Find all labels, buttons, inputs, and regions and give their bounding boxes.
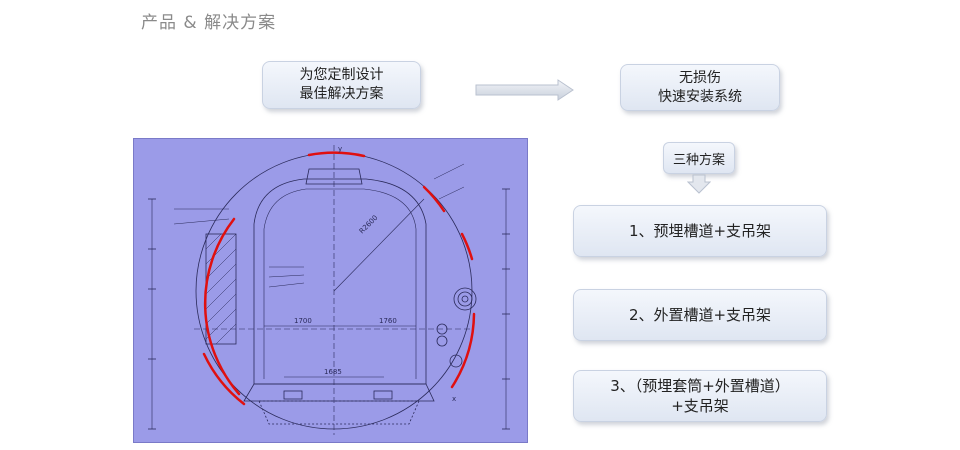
schemes-label-box: 三种方案: [663, 142, 735, 174]
custom-design-line1: 为您定制设计: [299, 67, 384, 83]
track-bed: [243, 383, 435, 402]
page-title: 产品 & 解决方案: [141, 13, 277, 33]
result-box: 无损伤 快速安装系统: [620, 64, 780, 111]
result-line2: 快速安装系统: [658, 88, 742, 105]
custom-design-box: 为您定制设计 最佳解决方案: [262, 61, 421, 109]
tunnel-inner-section: [253, 178, 427, 385]
option-3-label-line2: +支吊架: [671, 397, 729, 415]
cable-coil-icon: [453, 287, 477, 311]
dim-width-left: 1700: [294, 317, 312, 325]
rail-left: [283, 390, 303, 400]
option-2-label: 2、外置槽道+支吊架: [628, 306, 772, 324]
rail-right: [373, 390, 393, 400]
flow-arrow-right-icon: [475, 79, 574, 101]
tunnel-drawing-svg: 1700 1760 1685 R2600 y x: [148, 145, 510, 435]
lower-left-red-arc: [202, 352, 246, 406]
mid-right-red-arc: [460, 232, 474, 261]
result-line1: 无损伤: [679, 69, 721, 86]
radius-label: R2600: [358, 214, 380, 236]
dim-width-right: 1760: [379, 317, 397, 325]
option-3-label-line1: 3、（预埋套筒+外置槽道）: [610, 377, 790, 395]
highlight-arcs: [202, 151, 476, 406]
left-equipment-area: [205, 233, 237, 345]
custom-design-line2: 最佳解决方案: [299, 86, 384, 102]
top-red-arc: [307, 151, 366, 158]
option-box-2: 2、外置槽道+支吊架: [573, 289, 827, 341]
axis-y-label: y: [338, 145, 342, 153]
option-1-label: 1、预埋槽道+支吊架: [628, 222, 772, 240]
upper-right-red-arc: [422, 185, 446, 213]
dim-bottom-width: 1685: [324, 368, 342, 376]
top-duct: [305, 168, 363, 185]
schemes-label: 三种方案: [672, 152, 725, 168]
option-box-3: 3、（预埋套筒+外置槽道） +支吊架: [573, 370, 827, 422]
lower-right-red-arc: [450, 312, 476, 389]
tunnel-cross-section-drawing: 1700 1760 1685 R2600 y x: [133, 138, 528, 443]
left-red-arc: [203, 217, 241, 396]
axis-x-label: x: [452, 395, 456, 403]
option-box-1: 1、预埋槽道+支吊架: [573, 205, 827, 257]
flow-arrow-down-icon: [687, 174, 711, 194]
